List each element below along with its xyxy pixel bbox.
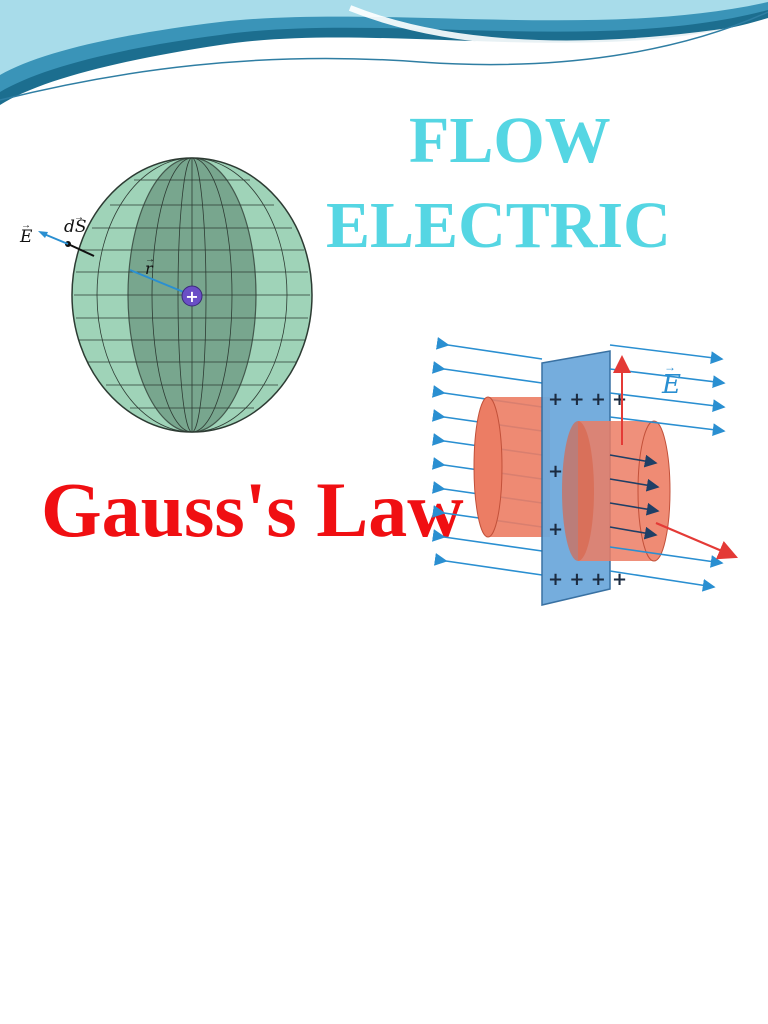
field-label-arrow: →: [21, 220, 31, 231]
charge-sign: +: [185, 287, 198, 306]
slide-title-line-2: ELECTRIC: [326, 189, 671, 262]
field-vector: [43, 233, 69, 245]
wave-header: [0, 0, 768, 105]
positive-charge: [181, 285, 203, 307]
field-label: E: [19, 227, 33, 247]
gauss-law-title: Gauss's Law: [41, 466, 464, 553]
cylinder-left: [473, 396, 550, 538]
field-lines-right: [609, 344, 726, 592]
field-vector-head: [38, 231, 48, 238]
plate-charges-top: + + + +: [548, 389, 627, 410]
cylinder-right: [562, 420, 671, 562]
charged-plate-cylinder-diagram: + + + + + + + + + + E →: [432, 337, 739, 606]
radius-label: r: [145, 259, 154, 278]
radius-label-arrow: →: [145, 254, 155, 265]
radius-vector: [129, 269, 187, 294]
field-vector-right: [655, 521, 739, 560]
plate-charge-mid-1: +: [548, 461, 563, 482]
sphere-grid: [74, 157, 310, 433]
gaussian-sphere-diagram: + r dS E → → →: [19, 157, 313, 433]
wave-highlight: [348, 5, 768, 47]
area-label-arrow: →: [74, 212, 84, 223]
slide-title-line-1: FLOW: [409, 104, 611, 177]
plate-field-label-arrow: →: [664, 360, 676, 374]
plate-charges-bottom: + + + +: [548, 569, 627, 590]
plate-charge-mid-2: +: [548, 519, 563, 540]
plate-field-label: E: [661, 370, 681, 400]
wave-band-light: [0, 0, 768, 75]
area-label: dS: [64, 217, 87, 237]
area-vector: [67, 243, 95, 257]
wave-line: [0, 11, 768, 101]
